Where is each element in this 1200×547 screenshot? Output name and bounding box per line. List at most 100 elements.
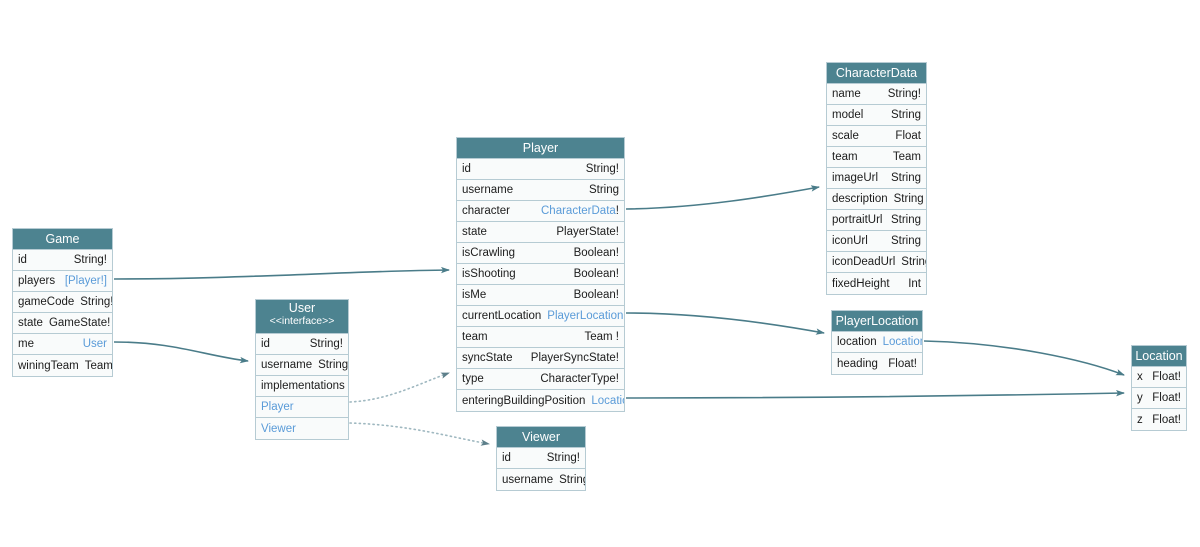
field-row[interactable]: portraitUrl String	[827, 210, 926, 231]
field-name: description	[832, 193, 888, 205]
field-type: Float!	[888, 357, 917, 370]
field-name: username	[462, 184, 514, 196]
field-row[interactable]: Viewer	[256, 418, 348, 439]
field-name: syncState	[462, 352, 513, 364]
field-type: CharacterType!	[540, 373, 619, 385]
edge-user-implements-player	[349, 372, 450, 403]
field-name: iconDeadUrl	[832, 256, 896, 268]
field-name: scale	[832, 130, 859, 142]
node-player-header: Player	[457, 138, 624, 159]
field-type: PlayerState!	[556, 226, 619, 238]
field-type: Boolean!	[573, 247, 619, 259]
node-user-title: User	[288, 301, 316, 315]
field-name: state	[462, 226, 487, 238]
node-player-location[interactable]: PlayerLocation locationLocation! heading F…	[831, 310, 923, 375]
field-name: heading	[837, 357, 878, 370]
field-type: String!	[309, 338, 343, 350]
field-type: Team	[892, 151, 921, 163]
field-type: Float!	[1152, 392, 1181, 404]
field-type: Float!	[1152, 371, 1181, 383]
field-name: model	[832, 109, 864, 121]
node-player-location-header: PlayerLocation	[832, 311, 922, 332]
field-row[interactable]: id String!	[256, 334, 348, 355]
field-type-wrap: CharacterData!	[535, 205, 619, 217]
edge-user-implements-viewer	[349, 422, 490, 446]
field-row[interactable]: z Float!	[1132, 409, 1186, 430]
field-name: id	[502, 452, 511, 464]
field-row[interactable]: iconDeadUrlString	[827, 252, 926, 273]
field-name: id	[261, 338, 270, 350]
field-name: portraitUrl	[832, 214, 883, 226]
field-type: Location!	[882, 336, 922, 348]
field-name: iconUrl	[832, 235, 868, 247]
field-name: username	[502, 473, 554, 486]
field-name: Player	[261, 401, 294, 413]
node-game-header: Game	[13, 229, 112, 250]
field-type: String	[890, 109, 921, 121]
field-name: z	[1137, 413, 1143, 426]
field-type: String	[890, 172, 921, 184]
field-name: isShooting	[462, 268, 516, 280]
field-type: Location	[591, 394, 624, 407]
field-type: CharacterData	[541, 205, 616, 217]
field-name: currentLocation	[462, 310, 542, 322]
field-row[interactable]: team Team	[827, 147, 926, 168]
field-row[interactable]: implementations	[256, 376, 348, 397]
field-row[interactable]: Player	[256, 397, 348, 418]
field-type: String	[890, 214, 921, 226]
edge-player-enteringbuildingposition-to-location	[625, 389, 1125, 399]
field-name: fixedHeight	[832, 277, 890, 290]
field-row[interactable]: isCrawling Boolean!	[457, 243, 624, 264]
field-type-suffix: !	[615, 205, 619, 217]
field-row[interactable]: syncState PlayerSyncState!	[457, 348, 624, 369]
field-row[interactable]: heading Float!	[832, 353, 922, 374]
field-row[interactable]: model String	[827, 105, 926, 126]
field-type: Float!	[1152, 413, 1181, 426]
node-viewer-header: Viewer	[497, 427, 585, 448]
field-name: name	[832, 88, 861, 100]
field-row[interactable]: state PlayerState!	[457, 222, 624, 243]
field-name: team	[462, 331, 488, 343]
field-type: GameState!	[48, 317, 111, 329]
field-type: Boolean!	[573, 289, 619, 301]
field-row[interactable]: enteringBuildingPositionLocation	[457, 390, 624, 411]
field-row[interactable]: players[Player!]	[13, 271, 112, 292]
field-name: isCrawling	[462, 247, 516, 259]
field-row[interactable]: locationLocation!	[832, 332, 922, 353]
field-name: team	[832, 151, 858, 163]
field-type: String	[890, 235, 921, 247]
field-type: PlayerSyncState!	[530, 352, 619, 364]
field-row[interactable]: iconUrl String	[827, 231, 926, 252]
